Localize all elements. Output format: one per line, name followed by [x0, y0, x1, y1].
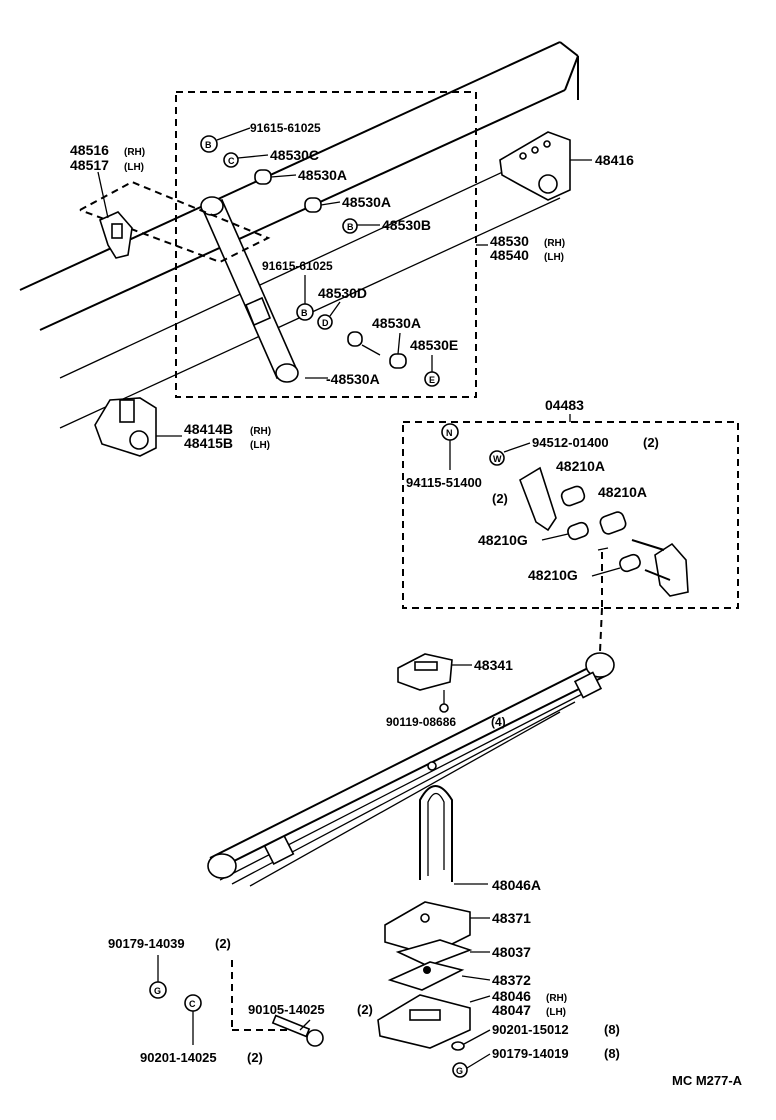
label-48210G-1: 48210G [478, 532, 528, 548]
label-48210A-1: 48210A [556, 458, 605, 474]
svg-text:E: E [429, 375, 435, 385]
nuts-washers: G G C [149, 955, 491, 1078]
label-48516: 48516 [70, 142, 109, 158]
label-90119-08686: 90119-08686 [386, 715, 456, 729]
svg-text:B: B [205, 140, 212, 150]
shackle-kit-box [402, 414, 739, 653]
callout-labels: 48516 (RH) 48517 (LH) 91615-61025 48530C… [70, 121, 743, 1088]
svg-text:(2): (2) [643, 435, 659, 450]
label-48046A: 48046A [492, 877, 541, 893]
svg-text:(RH): (RH) [546, 993, 567, 1004]
label-48530A-1: 48530A [298, 167, 347, 183]
svg-text:N: N [446, 428, 453, 438]
label-48210G-2: 48210G [528, 567, 578, 583]
label-48530D: 48530D [318, 285, 367, 301]
label-48530A-3: 48530A [372, 315, 421, 331]
label-48530A-2: 48530A [342, 194, 391, 210]
label-90201-14025: 90201-14025 [140, 1050, 217, 1065]
svg-text:(LH): (LH) [544, 252, 564, 263]
diagram-reference-code: MC M277-A [672, 1073, 743, 1088]
lower-plate-48046 [377, 994, 491, 1049]
svg-text:(RH): (RH) [124, 147, 145, 158]
svg-text:W: W [493, 454, 502, 464]
label-48047: 48047 [492, 1002, 531, 1018]
svg-text:(2): (2) [215, 936, 231, 951]
label-48540: 48540 [490, 247, 529, 263]
label-91615-61025-a: 91615-61025 [250, 121, 321, 135]
svg-text:(LH): (LH) [124, 162, 144, 173]
label-48416: 48416 [595, 152, 634, 168]
svg-text:G: G [154, 986, 161, 996]
label-48530A-4: -48530A [326, 371, 380, 387]
svg-text:(RH): (RH) [250, 426, 271, 437]
bracket-48516-part [99, 211, 133, 259]
shock-absorber [200, 196, 299, 383]
shackle-parts: N W [441, 423, 689, 597]
svg-text:G: G [456, 1066, 463, 1076]
svg-text:(LH): (LH) [546, 1007, 566, 1018]
label-90105-14025: 90105-14025 [248, 1002, 325, 1017]
label-48415B: 48415B [184, 435, 233, 451]
label-04483: 04483 [545, 397, 584, 413]
label-48530E: 48530E [410, 337, 458, 353]
label-90179-14019: 90179-14019 [492, 1046, 569, 1061]
label-48372: 48372 [492, 972, 531, 988]
plate-48372 [387, 961, 491, 991]
label-91615-61025-b: 91615-61025 [262, 259, 333, 273]
svg-text:(2): (2) [357, 1002, 373, 1017]
label-94115-51400: 94115-51400 [406, 475, 482, 490]
svg-text:C: C [189, 999, 196, 1009]
hanger-48414B [94, 397, 182, 457]
bump-stopper-48341 [397, 653, 472, 713]
label-48530C: 48530C [270, 147, 319, 163]
label-48046: 48046 [492, 988, 531, 1004]
svg-text:(RH): (RH) [544, 238, 565, 249]
leaf-spring [207, 652, 615, 887]
label-48530: 48530 [490, 233, 529, 249]
svg-text:D: D [322, 318, 329, 328]
svg-text:(4): (4) [491, 715, 506, 729]
label-48517: 48517 [70, 157, 109, 173]
spring-seat-48371 [384, 901, 490, 956]
shock-absorber-kit-box [175, 91, 488, 398]
bracket-48516-group [79, 171, 271, 264]
svg-text:(8): (8) [604, 1022, 620, 1037]
svg-text:C: C [228, 156, 235, 166]
label-48414B: 48414B [184, 421, 233, 437]
label-48341: 48341 [474, 657, 513, 673]
u-bolt-48046A [419, 785, 488, 885]
svg-text:B: B [347, 222, 354, 232]
svg-text:B: B [301, 308, 308, 318]
pad-48037 [395, 939, 490, 967]
svg-text:(2): (2) [492, 491, 508, 506]
label-90201-15012: 90201-15012 [492, 1022, 569, 1037]
label-48037: 48037 [492, 944, 531, 960]
svg-text:(LH): (LH) [250, 440, 270, 451]
label-48371: 48371 [492, 910, 531, 926]
label-48530B: 48530B [382, 217, 431, 233]
bracket-48416 [499, 131, 592, 201]
label-48210A-2: 48210A [598, 484, 647, 500]
label-90179-14039: 90179-14039 [108, 936, 185, 951]
shock-small-parts: B C B B D E [200, 127, 440, 387]
svg-text:(2): (2) [247, 1050, 263, 1065]
svg-text:(8): (8) [604, 1046, 620, 1061]
label-94512-01400: 94512-01400 [532, 435, 609, 450]
